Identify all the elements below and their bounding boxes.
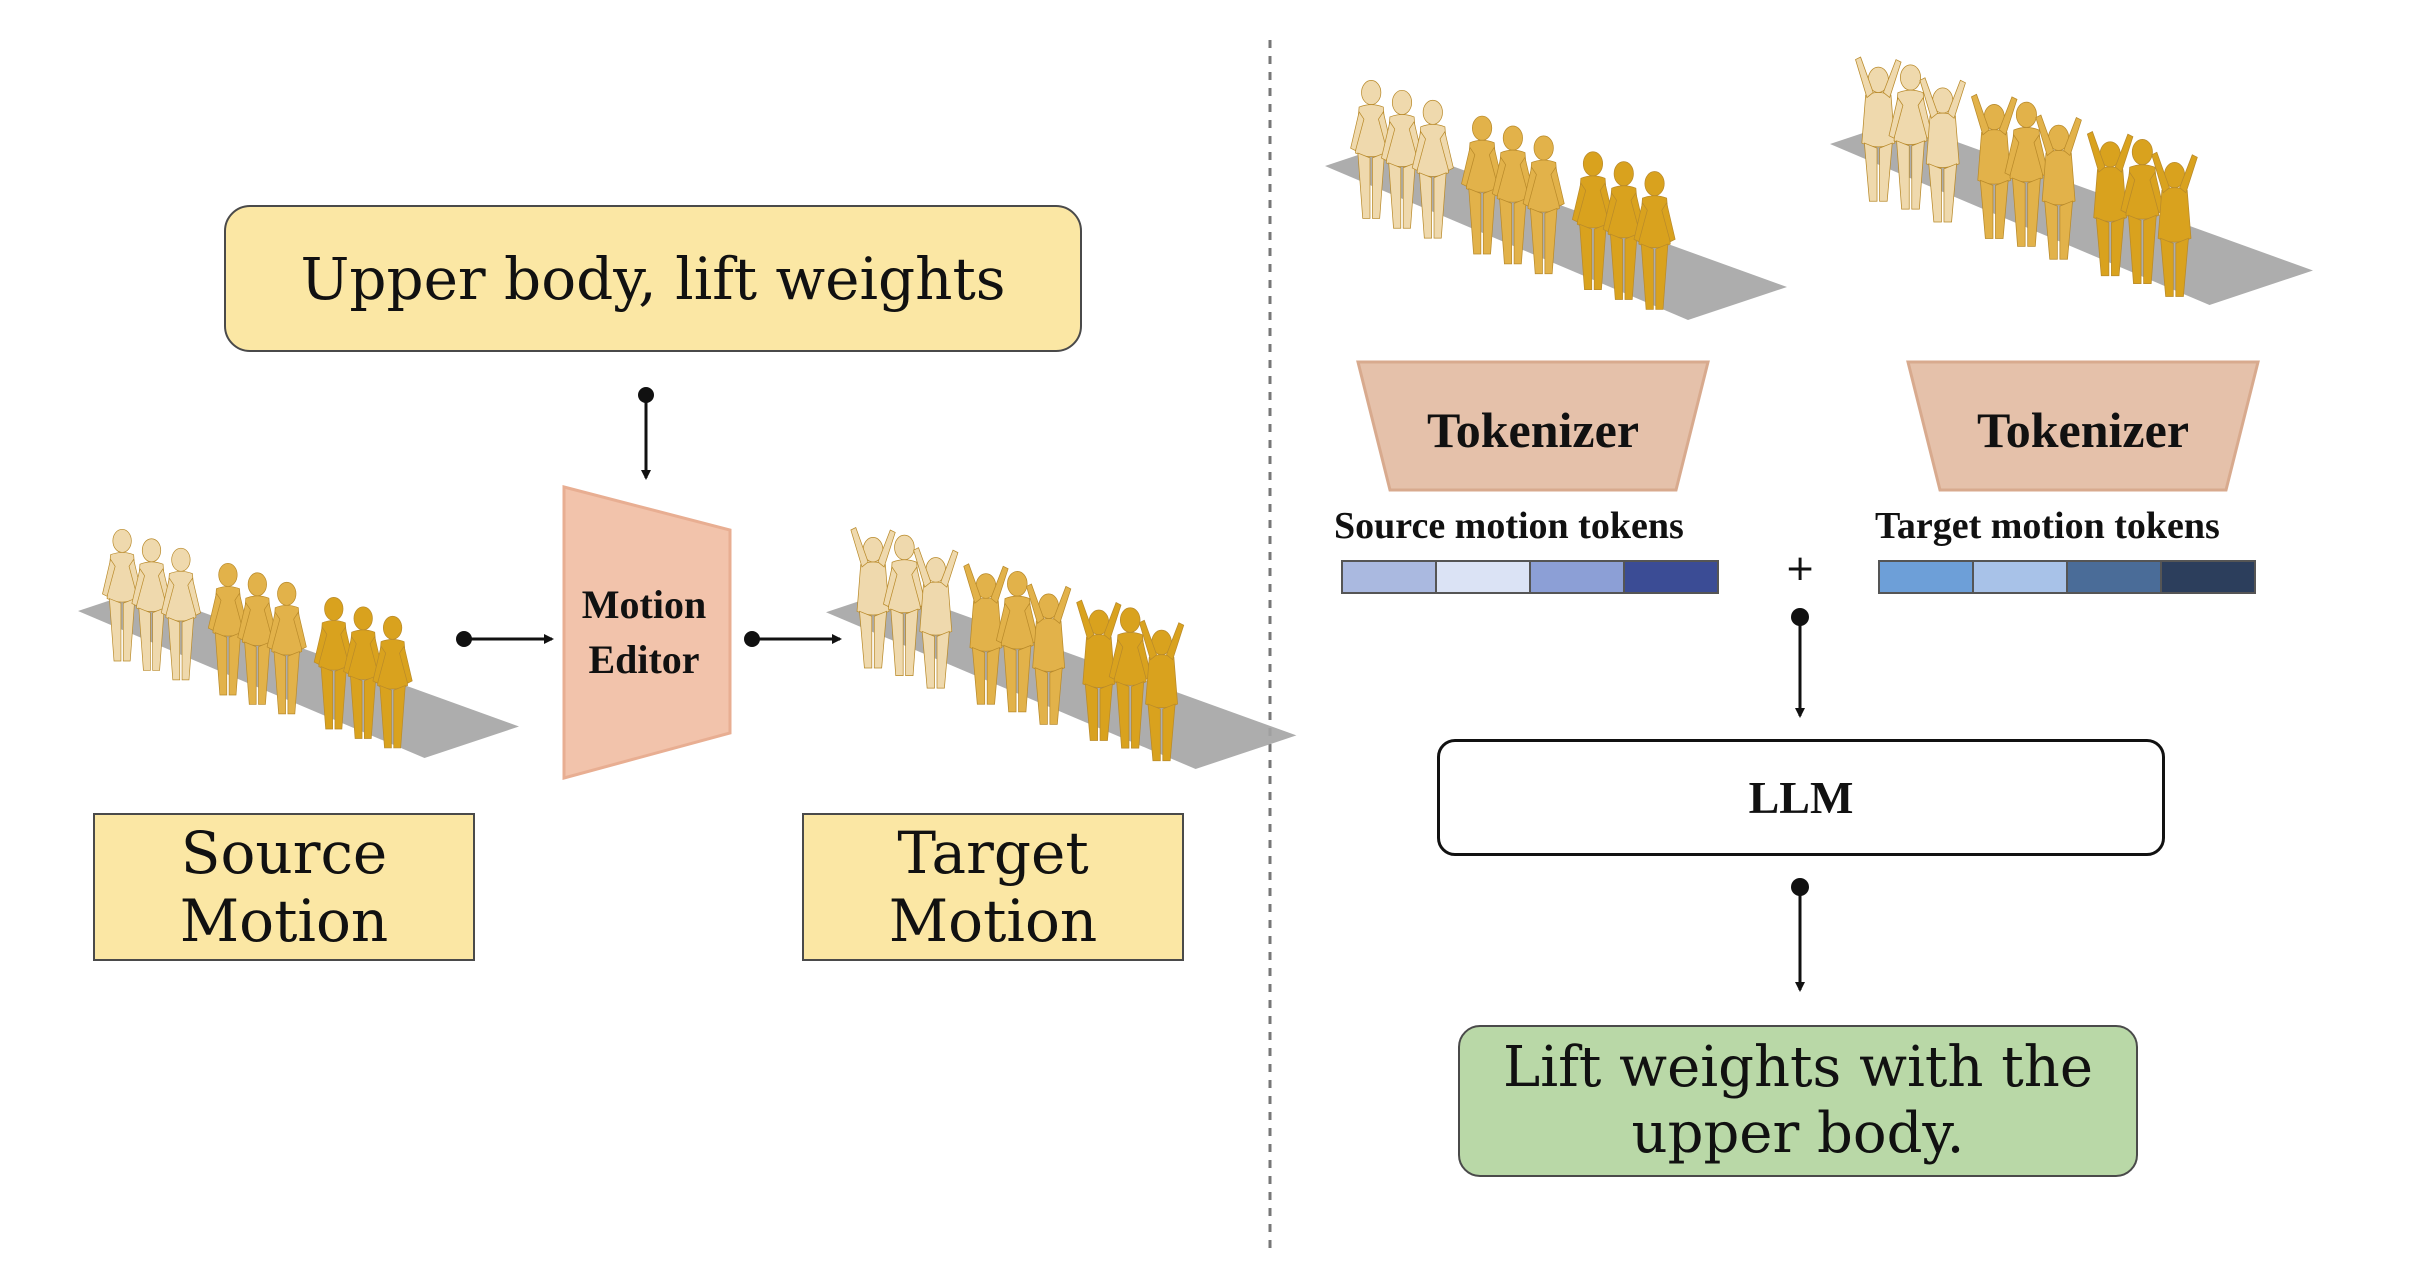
source-motion-label-line2: Motion (179, 887, 389, 955)
target-motion-box: Target Motion (802, 813, 1184, 961)
target-motion-label-line1: Target (897, 819, 1089, 887)
llm-label: LLM (1748, 772, 1854, 823)
target-motion-label-line2: Motion (888, 887, 1098, 955)
editor-to-target-arrow (744, 631, 842, 647)
target-tokens-label: Target motion tokens (1875, 505, 2220, 547)
target-motion-image (826, 526, 1297, 769)
plus-sign: + (1785, 548, 1816, 589)
instruction-text: Upper body, lift weights (300, 244, 1006, 313)
source-token-4 (1623, 560, 1719, 594)
instruction-to-editor-arrow (638, 387, 654, 480)
instruction-box: Upper body, lift weights (224, 205, 1082, 352)
target-motion-image-right (1830, 56, 2313, 305)
motion-editor-label-line1: Motion (582, 582, 706, 627)
source-to-editor-arrow (456, 631, 554, 647)
motion-editor-label-line2: Editor (588, 637, 699, 682)
target-tokenizer-label: Tokenizer (1977, 402, 2189, 458)
target-token-2 (1972, 560, 2068, 594)
target-token-bar (1878, 560, 2256, 594)
tokens-to-llm-arrow (1791, 608, 1809, 718)
target-token-3 (2066, 560, 2162, 594)
source-motion-label-line1: Source (180, 819, 388, 887)
source-token-1 (1341, 560, 1437, 594)
output-text-line2: upper body. (1631, 1101, 1965, 1166)
target-tokenizer-shape (1906, 360, 2260, 492)
llm-to-output-arrow (1791, 878, 1809, 992)
llm-box: LLM (1437, 739, 2165, 856)
source-tokenizer-label: Tokenizer (1427, 402, 1639, 458)
source-tokenizer-shape (1356, 360, 1710, 492)
source-token-2 (1435, 560, 1531, 594)
motion-editor-shape (562, 485, 732, 780)
output-text-line1: Lift weights with the (1503, 1035, 2093, 1100)
target-token-4 (2160, 560, 2256, 594)
source-motion-box: Source Motion (93, 813, 475, 961)
source-motion-image (78, 528, 519, 758)
source-token-bar (1341, 560, 1719, 594)
source-motion-image-right (1325, 79, 1787, 320)
target-token-1 (1878, 560, 1974, 594)
output-text-box: Lift weights with the upper body. (1458, 1025, 2138, 1177)
source-token-3 (1529, 560, 1625, 594)
source-tokens-label: Source motion tokens (1334, 505, 1684, 547)
